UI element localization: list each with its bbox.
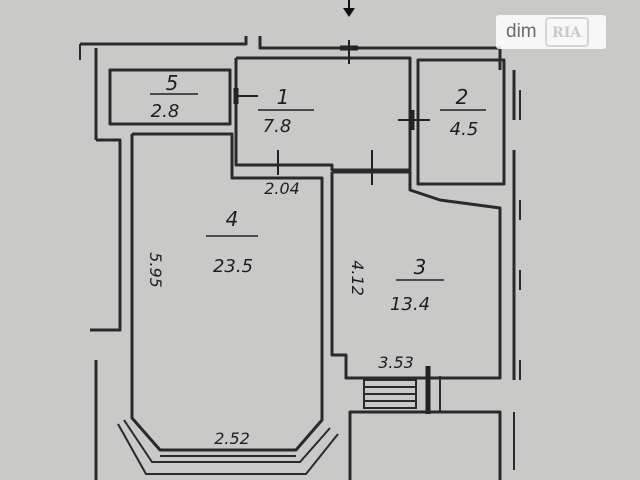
watermark-brand: dim <box>506 21 537 42</box>
room-4-length-dimension: 5.95 <box>146 252 165 288</box>
room-3-number: 3 <box>414 255 427 279</box>
room-3-area: 13.4 <box>390 294 430 315</box>
room-2-number: 2 <box>456 85 469 109</box>
room-3: 3 13.4 4.12 3.53 <box>330 170 502 380</box>
watermark-logo: dim RIA <box>496 15 606 49</box>
hall-width-dimension: 2.04 <box>264 179 300 198</box>
room-4: 4 23.5 5.95 2.52 2.04 <box>117 132 339 475</box>
room-1-number: 1 <box>277 85 290 109</box>
room-5-area: 2.8 <box>151 101 180 122</box>
room-1-area: 7.8 <box>263 116 292 137</box>
outer-walls <box>79 36 521 480</box>
room-1: 1 7.8 <box>233 40 412 185</box>
room-2: 2 4.5 <box>398 58 506 186</box>
balcony <box>348 366 515 480</box>
room-3-width-dimension: 3.53 <box>378 353 414 372</box>
room-3-length-dimension: 4.12 <box>348 260 367 296</box>
room-5-number: 5 <box>166 71 179 95</box>
ria-logo-icon: RIA <box>544 17 589 47</box>
bay-window-dimension: 2.52 <box>214 429 250 448</box>
room-2-area: 4.5 <box>450 119 479 140</box>
down-arrow-icon <box>343 0 355 17</box>
room-4-area: 23.5 <box>213 256 253 277</box>
room-5: 5 2.8 <box>108 68 232 126</box>
room-4-number: 4 <box>226 207 239 231</box>
